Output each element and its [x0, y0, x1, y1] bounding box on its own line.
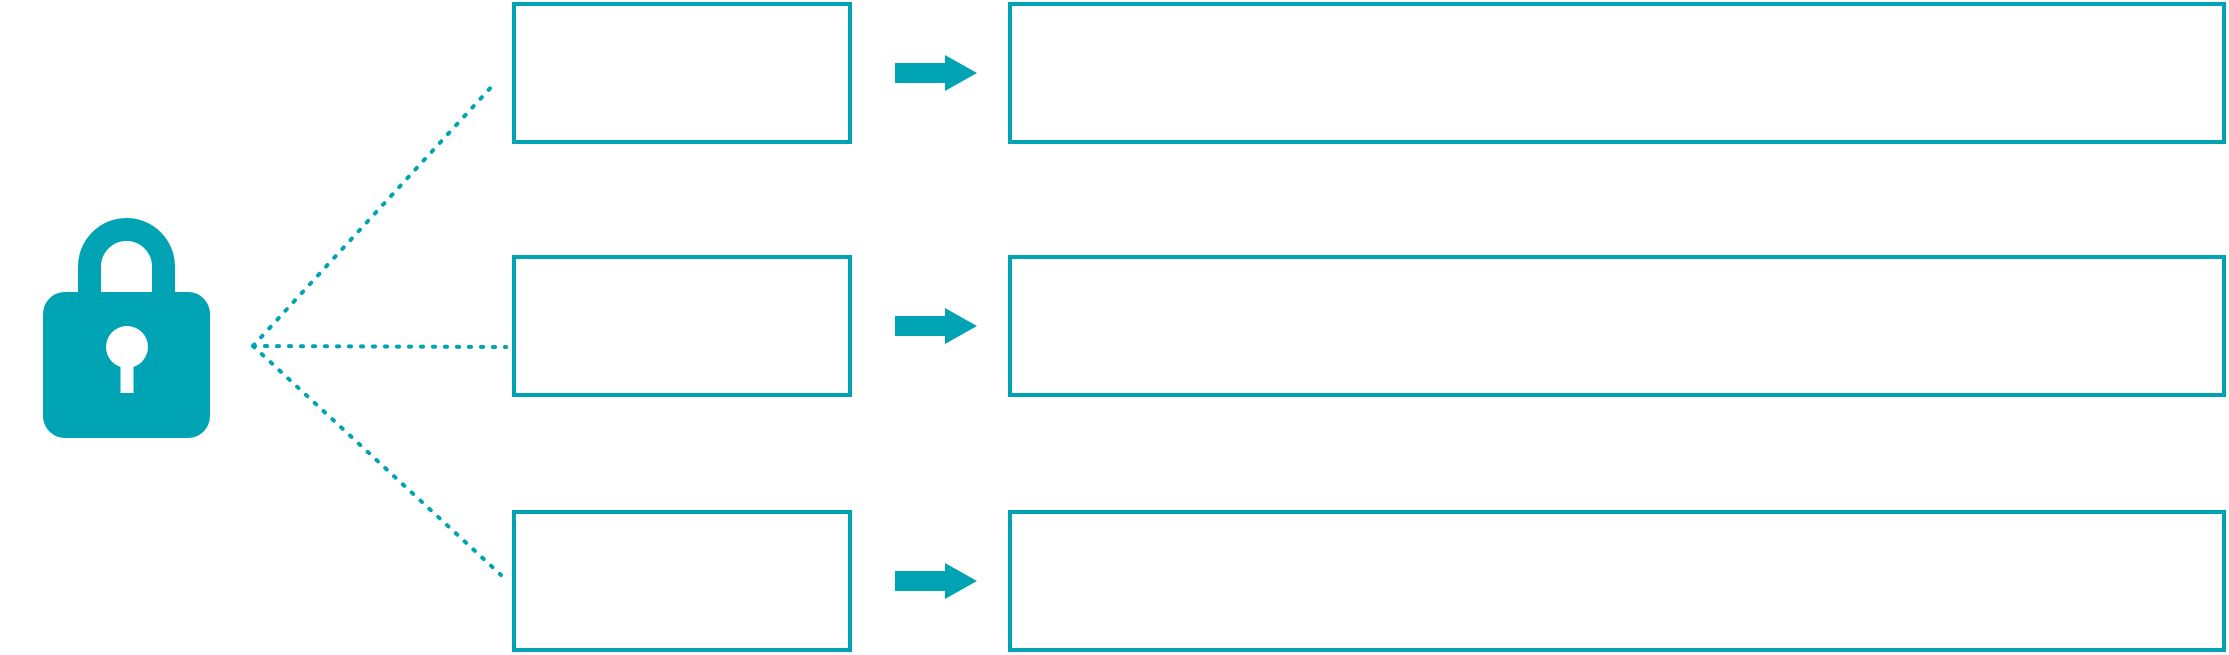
- connector-line-bottom: [251, 344, 503, 577]
- connector-line-top: [251, 82, 496, 348]
- source-box-2: [512, 255, 852, 397]
- arrow-right-icon-2: [895, 308, 977, 344]
- connector-line-middle: [251, 344, 508, 349]
- arrow-right-icon-3: [895, 563, 977, 599]
- target-box-2: [1008, 255, 2226, 397]
- arrow-right-icon-1: [895, 55, 977, 91]
- source-box-3: [512, 510, 852, 652]
- source-box-1: [512, 2, 852, 144]
- target-box-3: [1008, 510, 2226, 652]
- target-box-1: [1008, 2, 2226, 144]
- lock-icon: [43, 218, 210, 438]
